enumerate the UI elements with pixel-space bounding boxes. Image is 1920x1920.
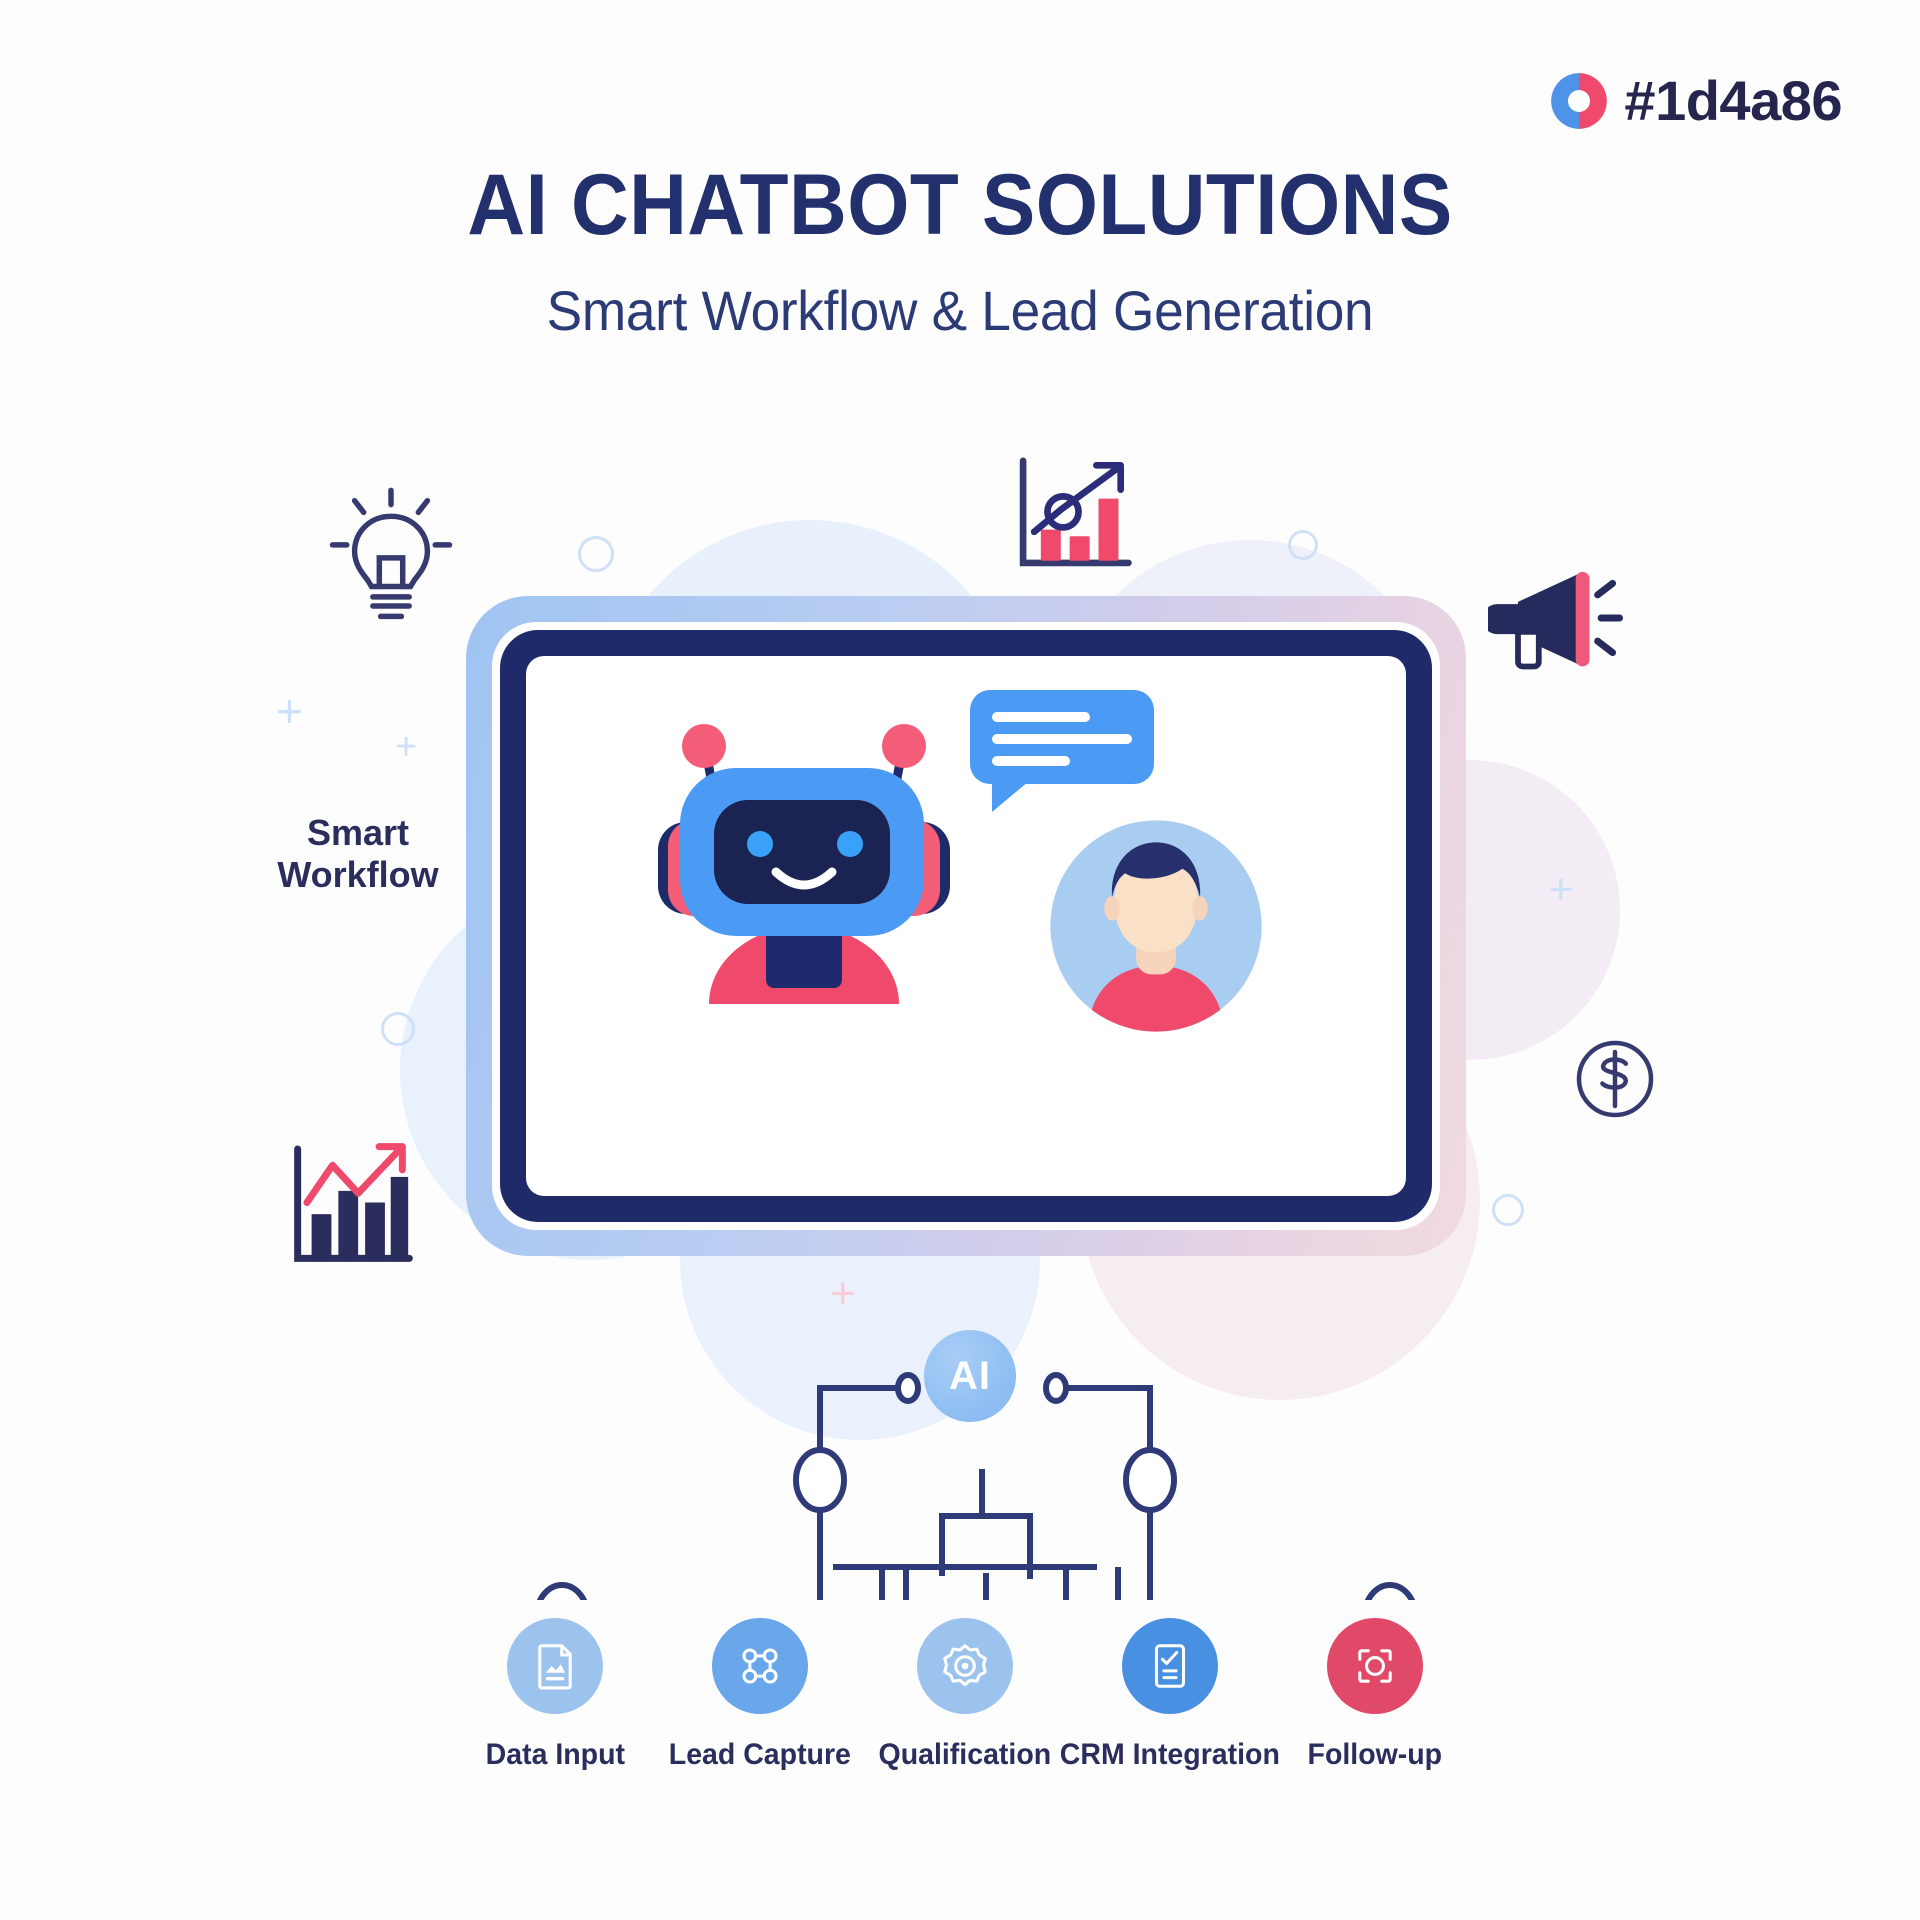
decor-plus: + [830, 1269, 856, 1318]
step-label: Data Input [485, 1738, 625, 1771]
header-block: AI CHATBOT SOLUTIONS Smart Workflow & Le… [0, 160, 1920, 343]
workflow-step-qualification[interactable]: Qualification [870, 1618, 1060, 1772]
decor-ring [1288, 530, 1318, 560]
decor-ring [1492, 1194, 1524, 1226]
donut-logo-icon [1551, 73, 1608, 129]
smart-workflow-label: Smart Workflow [268, 812, 448, 897]
page-title: AI CHATBOT SOLUTIONS [467, 157, 1453, 253]
workflow-steps: Data Input Lead Capture [460, 1618, 1470, 1772]
lightbulb-icon [329, 487, 453, 620]
workflow-step-lead-capture[interactable]: Lead Capture [665, 1618, 855, 1772]
tablet-screen [526, 656, 1406, 1196]
dollar-coin-icon [1576, 1040, 1654, 1118]
decor-plus: + [1548, 865, 1574, 914]
tablet-frame [500, 630, 1432, 1222]
tablet-device [466, 596, 1466, 1256]
step-label: Lead Capture [668, 1738, 852, 1771]
step-label: Qualification [878, 1738, 1052, 1771]
bar-chart-icon [294, 1143, 413, 1262]
decor-plus: + [395, 726, 418, 768]
step-icon-badge [1122, 1618, 1218, 1714]
step-icon-badge [917, 1618, 1013, 1714]
decor-plus: + [276, 685, 303, 737]
step-icon-badge [1327, 1618, 1423, 1714]
workflow-step-follow-up[interactable]: Follow-up [1280, 1618, 1470, 1772]
checklist-icon [1154, 1644, 1186, 1688]
workflow-step-data-input[interactable]: Data Input [460, 1618, 650, 1772]
brand-badge: #1d4a86 [1550, 72, 1842, 130]
user-avatar-icon [1050, 820, 1262, 1032]
step-label: Follow-up [1307, 1738, 1443, 1771]
growth-chart-icon [1019, 457, 1132, 567]
tablet-bezel-gap [492, 622, 1440, 1230]
smart-workflow-line2: Workflow [277, 854, 439, 896]
chat-bubble-icon [970, 690, 1154, 812]
document-image-icon [538, 1644, 572, 1690]
page-subtitle: Smart Workflow & Lead Generation [546, 279, 1374, 343]
decor-ring [578, 536, 614, 572]
ai-circuit-diagram [536, 1372, 1416, 1600]
decor-ring [381, 1012, 415, 1046]
workflow-step-crm-integration[interactable]: CRM Integration [1060, 1618, 1280, 1772]
ai-hub-label: AI [949, 1353, 991, 1398]
brand-hashtag: #1d4a86 [1624, 69, 1842, 132]
target-scan-icon [1358, 1649, 1392, 1683]
network-nodes-icon [742, 1648, 778, 1684]
chatbot-robot-icon [658, 724, 950, 1004]
ai-hub-node: AI [924, 1330, 1016, 1422]
smart-workflow-line1: Smart [306, 812, 410, 853]
megaphone-icon [1488, 571, 1623, 670]
gear-settings-icon [943, 1644, 987, 1687]
step-icon-badge [712, 1618, 808, 1714]
step-label: CRM Integration [1059, 1738, 1281, 1771]
step-icon-badge [507, 1618, 603, 1714]
